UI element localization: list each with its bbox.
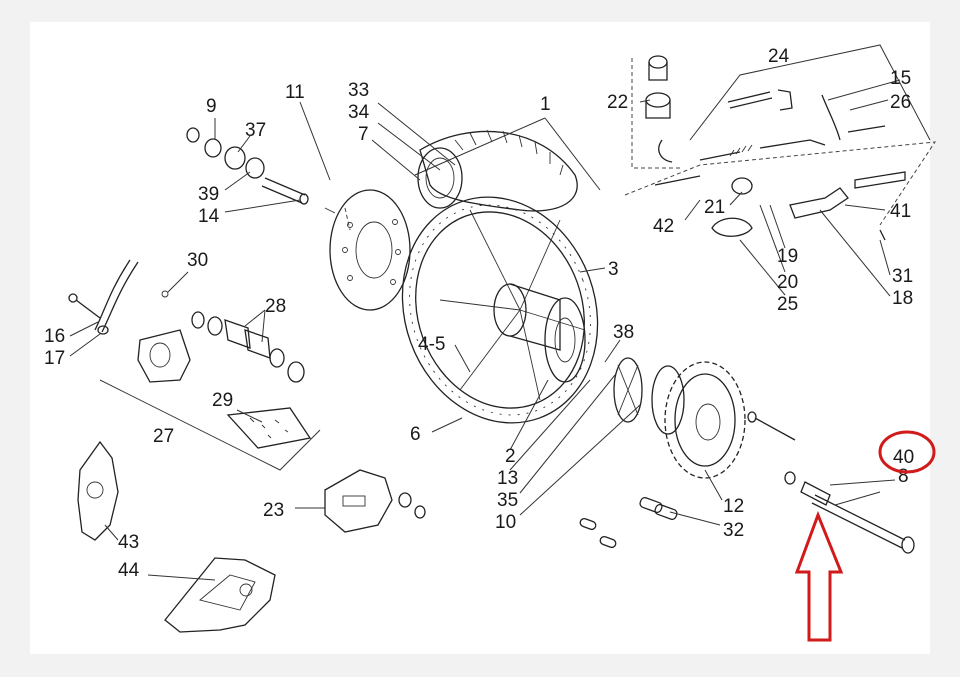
label-part-33: 33 [348, 80, 369, 101]
highlight-circle [878, 430, 936, 474]
brake-disc-icon [329, 189, 411, 311]
label-part-43: 43 [118, 532, 139, 553]
label-part-7: 7 [358, 124, 369, 145]
label-part-37: 37 [245, 120, 266, 141]
pad-plate-icon [226, 407, 312, 449]
label-part-18: 18 [892, 288, 913, 309]
label-part-24: 24 [768, 46, 790, 67]
label-part-1: 1 [540, 94, 551, 115]
sprocket-guard-icon [164, 557, 276, 633]
label-part-3: 3 [608, 259, 619, 280]
label-part-44: 44 [118, 560, 140, 581]
axle-spacer-set-icon [186, 127, 336, 214]
label-part-20: 20 [777, 272, 798, 293]
brake-pads-icon [191, 311, 305, 383]
up-arrow-icon [794, 510, 844, 642]
label-part-25: 25 [777, 294, 798, 315]
label-part-27: 27 [153, 426, 174, 447]
chain-links-icon [579, 497, 678, 549]
label-part-34: 34 [348, 102, 370, 123]
label-part-2: 2 [505, 446, 516, 467]
brake-rod-icon [699, 89, 886, 161]
master-cylinder-icon [645, 55, 673, 163]
group-22-bracket [631, 58, 680, 169]
label-part-30: 30 [187, 250, 208, 271]
label-part-23: 23 [263, 500, 284, 521]
label-part-41: 41 [890, 201, 911, 222]
label-part-19: 19 [777, 246, 798, 267]
label-part-10: 10 [495, 512, 516, 533]
rim-icon [401, 196, 599, 424]
label-part-11: 11 [285, 82, 305, 103]
label-part-6: 6 [410, 424, 421, 445]
spokes-icon [439, 209, 586, 401]
label-part-40: 40 [893, 447, 914, 468]
sprocket-bolts-icon [747, 411, 796, 441]
label-part-16: 16 [44, 326, 65, 347]
label-part-31: 31 [892, 266, 913, 287]
cush-drive-icon [613, 357, 685, 435]
label-part-39: 39 [198, 184, 219, 205]
label-part-26: 26 [890, 92, 911, 113]
label-part-13: 13 [497, 468, 518, 489]
rear-axle-icon [784, 471, 915, 554]
label-part-4-5: 4-5 [418, 334, 445, 355]
label-part-29: 29 [212, 390, 233, 411]
rear-sprocket-icon [664, 361, 746, 479]
label-part-8: 8 [898, 466, 909, 487]
caliper-bracket-icon [324, 469, 426, 533]
label-part-42: 42 [653, 216, 674, 237]
leader-lines [69, 79, 901, 581]
group-24-outline [689, 44, 931, 141]
part-number-labels: 1 2 3 4-5 6 7 8 9 10 11 12 13 14 15 16 1… [44, 46, 914, 581]
label-part-9: 9 [206, 96, 217, 117]
brake-pedal-icon [654, 171, 906, 241]
chain-guard-plate-icon [77, 440, 119, 541]
label-part-14: 14 [198, 206, 220, 227]
parts-diagram-sheet [30, 22, 930, 654]
hub-icon [493, 283, 586, 383]
tire-icon [417, 129, 578, 212]
label-part-28: 28 [265, 296, 286, 317]
label-part-32: 32 [723, 520, 744, 541]
bracket-27-outline [99, 379, 321, 471]
label-part-38: 38 [613, 322, 634, 343]
label-part-17: 17 [44, 348, 65, 369]
label-part-12: 12 [723, 496, 744, 517]
label-part-21: 21 [704, 197, 725, 218]
label-part-35: 35 [497, 490, 518, 511]
label-part-15: 15 [890, 68, 911, 89]
group-42-outline [624, 141, 936, 226]
label-part-22: 22 [607, 92, 628, 113]
brake-caliper-icon [68, 259, 191, 383]
